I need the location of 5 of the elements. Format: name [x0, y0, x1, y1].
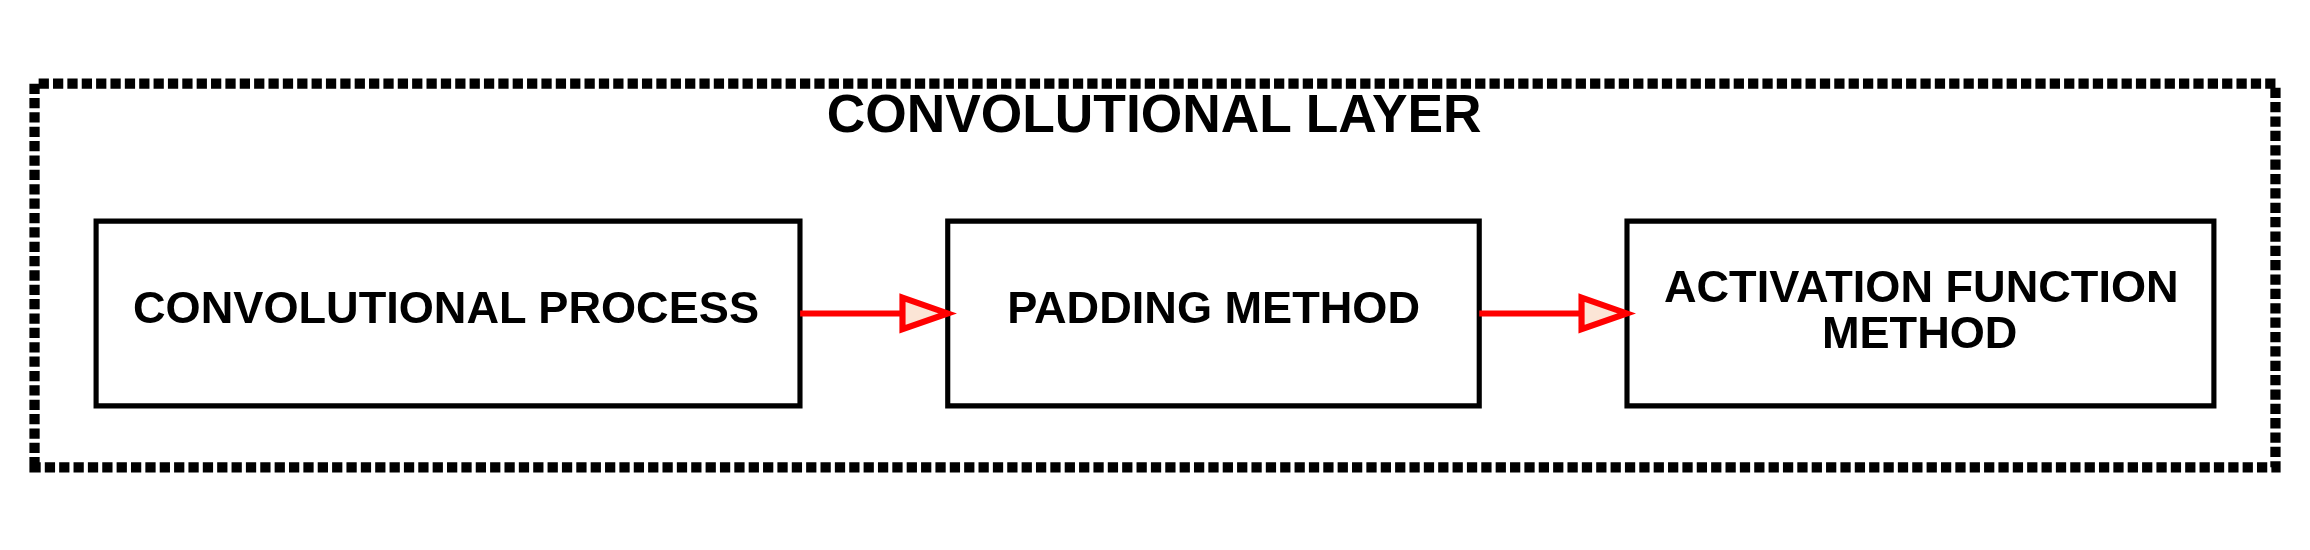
- node-box: CONVOLUTIONAL PROCESS: [93, 218, 803, 408]
- arrow: [800, 292, 957, 334]
- node-box: PADDING METHOD: [945, 218, 1482, 408]
- node-box: ACTIVATION FUNCTION METHOD: [1624, 218, 2217, 408]
- arrow: [1479, 292, 1636, 334]
